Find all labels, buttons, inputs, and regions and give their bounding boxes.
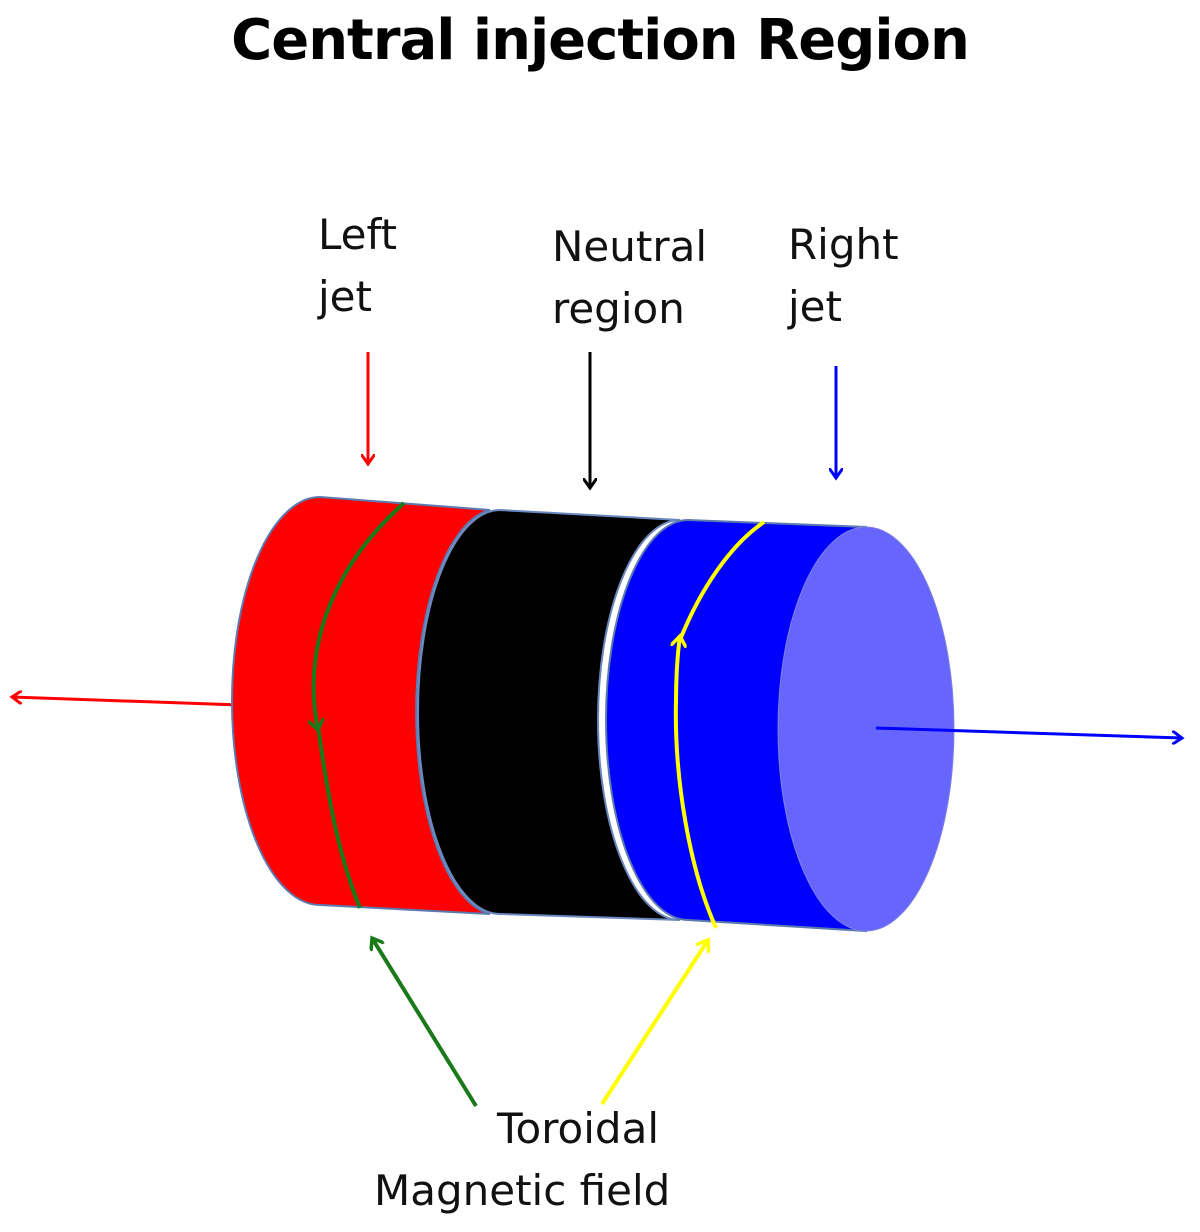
right-field-line-upper — [678, 520, 766, 641]
right-field-line — [676, 636, 680, 705]
left-jet-label: Left jet — [318, 204, 397, 328]
left-jet-segment — [231, 495, 491, 915]
right-jet-label-line1: Right — [788, 220, 899, 269]
neutral-region-label: Neutral region — [552, 216, 707, 340]
left-field-line — [314, 501, 406, 730]
yellow-field-pointer-arrow — [600, 940, 708, 1106]
left-jet-label-line2: jet — [318, 272, 372, 321]
left-axis-arrow — [12, 697, 241, 707]
green-field-pointer-arrow — [372, 938, 478, 1108]
left-field-line-lower — [316, 725, 362, 909]
right-jet-label-line2: jet — [788, 282, 842, 331]
toroidal-field-label: Toroidal Magnetic field — [374, 1098, 774, 1222]
end-face — [777, 526, 955, 932]
right-jet-label: Right jet — [788, 214, 899, 338]
right-axis-arrow — [875, 726, 1182, 738]
toroidal-field-label-line1: Toroidal — [497, 1104, 659, 1153]
toroidal-field-label-line2: Magnetic field — [374, 1166, 671, 1215]
left-jet-label-line1: Left — [318, 210, 398, 259]
page-title: Central injection Region — [231, 8, 970, 73]
neutral-region-label-line1: Neutral — [552, 222, 708, 271]
neutral-region-label-line2: region — [552, 284, 685, 333]
right-field-line-lower — [673, 699, 718, 929]
